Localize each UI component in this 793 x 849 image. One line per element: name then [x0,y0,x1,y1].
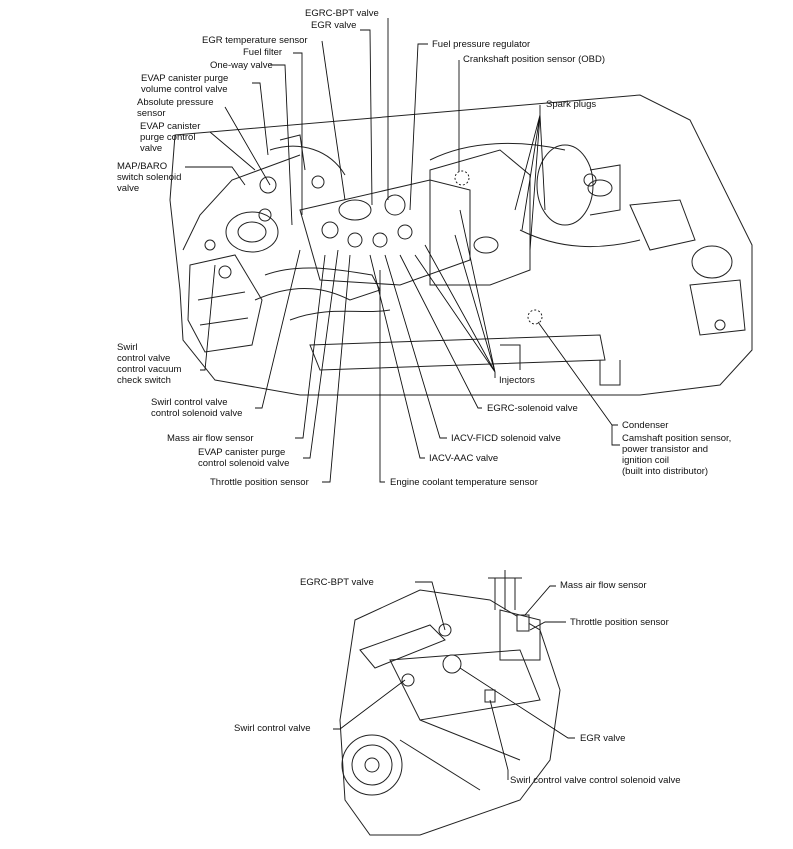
label-egr-valve: EGR valve [311,20,357,31]
label-egr-temperature-sensor: EGR temperature sensor [202,35,308,46]
label-evap-purge-volume-control-valve: EVAP canister purge volume control valve [141,73,229,95]
label-condenser: Condenser [622,420,669,431]
label-engine-coolant-temperature-sensor: Engine coolant temperature sensor [390,477,538,488]
label-egrc-bpt-valve: EGRC-BPT valve [305,8,379,19]
label-iacv-aac-valve: IACV-AAC valve [429,453,499,464]
label-bottom-egr-valve: EGR valve [580,733,626,744]
bottom-leader-lines [333,581,575,780]
label-evap-purge-control-valve: EVAP canister purge control valve [140,121,201,154]
label-absolute-pressure-sensor: Absolute pressure sensor [137,97,214,119]
label-fuel-pressure-regulator: Fuel pressure regulator [432,39,531,50]
label-mass-air-flow-sensor: Mass air flow sensor [167,433,254,444]
label-one-way-valve: One-way valve [210,60,273,71]
top-leader-lines [185,18,620,483]
label-evap-purge-control-solenoid-valve: EVAP canister purge control solenoid val… [198,447,290,469]
label-injectors: Injectors [499,375,535,386]
label-swirl-control-valve-check-switch: Swirl control valve control vacuum check… [117,342,182,386]
label-bottom-egrc-bpt-valve: EGRC-BPT valve [300,577,374,588]
label-bottom-swirl-control-valve: Swirl control valve [234,723,311,734]
label-swirl-control-valve-solenoid: Swirl control valve control solenoid val… [151,397,243,419]
engine-side-view-drawing [339,570,561,836]
engine-compartment-drawing [169,94,753,396]
label-camshaft-position-sensor: Camshaft position sensor, power transist… [622,433,732,477]
label-egrc-solenoid-valve: EGRC-solenoid valve [487,403,578,414]
label-bottom-throttle-position-sensor: Throttle position sensor [570,617,669,628]
label-crankshaft-position-sensor: Crankshaft position sensor (OBD) [463,54,606,65]
label-bottom-swirl-control-solenoid-valve: Swirl control valve control solenoid val… [510,775,681,786]
label-bottom-mass-air-flow-sensor: Mass air flow sensor [560,580,647,591]
label-fuel-filter: Fuel filter [243,47,283,58]
label-throttle-position-sensor: Throttle position sensor [210,477,309,488]
label-spark-plugs: Spark plugs [546,99,597,110]
label-iacv-ficd-solenoid-valve: IACV-FICD solenoid valve [451,433,561,444]
label-map-baro-switch-solenoid-valve: MAP/BARO switch solenoid valve [117,161,182,194]
